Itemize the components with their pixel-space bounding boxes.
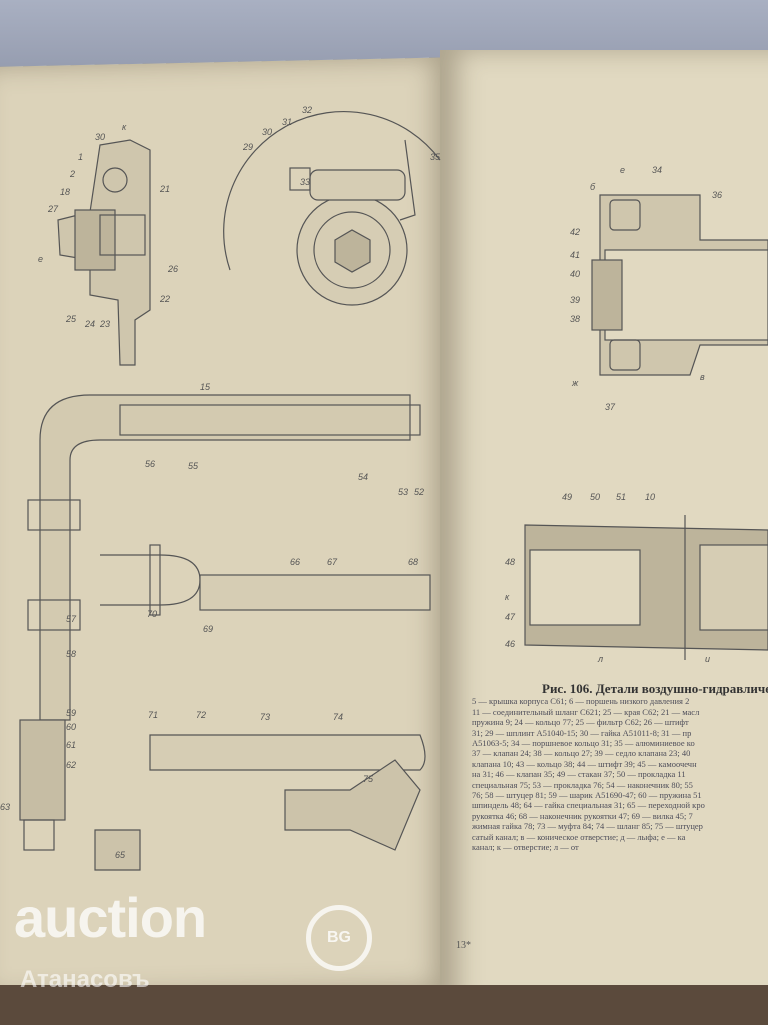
caption-line: шпиндель 48; 64 — гайка специальная 31; … xyxy=(472,800,705,811)
part-label: 75 xyxy=(363,774,374,784)
part-label: 2 xyxy=(69,169,75,179)
part-label: е xyxy=(38,254,43,264)
part-label: 23 xyxy=(99,319,110,329)
part-label: 38 xyxy=(570,314,580,324)
caption-line: на 31; 46 — клапан 35; 49 — стакан 37; 5… xyxy=(472,769,686,780)
caption-line: 37 — клапан 24; 38 — кольцо 27; 39 — сед… xyxy=(472,748,691,759)
part-label: 62 xyxy=(66,760,76,770)
drawing-cylinder-top xyxy=(591,194,768,376)
part-label: 46 xyxy=(505,639,515,649)
watermark-seller: Атанасовъ xyxy=(20,966,150,993)
part-label: 53 xyxy=(398,487,408,497)
part-label: л xyxy=(597,654,603,664)
drawing-fork-handle xyxy=(100,544,431,616)
figure-title: Рис. 106. Детали воздушно-гидравличе xyxy=(542,684,768,696)
part-label: 59 xyxy=(66,708,76,718)
table-surface xyxy=(0,985,768,1025)
part-label: 30 xyxy=(262,127,272,137)
part-label: к xyxy=(505,592,510,602)
part-label: 34 xyxy=(652,165,662,175)
part-label: 67 xyxy=(327,557,338,567)
part-label: 25 xyxy=(65,314,77,324)
part-label: 69 xyxy=(203,624,213,634)
caption-line: 31; 29 — шплинт А51040-15; 30 — гайка А5… xyxy=(472,727,692,738)
part-label: 33 xyxy=(300,177,310,187)
caption-line: клапана 10; 43 — кольцо 38; 44 — штифт 3… xyxy=(472,758,697,769)
part-label: 41 xyxy=(570,250,580,260)
part-label: 24 xyxy=(84,319,95,329)
watermark-badge: BG xyxy=(306,905,372,971)
part-label: 31 xyxy=(282,117,292,127)
part-label: 26 xyxy=(167,264,178,274)
part-label: 57 xyxy=(66,614,77,624)
part-label: 29 xyxy=(242,142,253,152)
part-label: 50 xyxy=(590,492,600,502)
watermark-brand: auction xyxy=(14,886,207,949)
caption-line: 76; 58 — штуцер 81; 59 — шарик А51690-47… xyxy=(472,790,702,801)
caption-line: А51063-5; 34 — поршневое кольцо 31; 35 —… xyxy=(472,738,695,749)
caption-line: рукоятка 46; 68 — наконечник рукоятки 47… xyxy=(472,810,693,821)
drawing-disc xyxy=(223,111,441,306)
page-number: 13* xyxy=(456,940,471,951)
part-label: 65 xyxy=(115,850,126,860)
part-label: 58 xyxy=(66,649,76,659)
caption-line: канал; к — отверстие; л — от xyxy=(472,842,579,853)
part-label: к xyxy=(122,122,127,132)
part-label: е xyxy=(620,165,625,175)
part-label: 32 xyxy=(302,105,312,115)
drawing-hose-assembly xyxy=(19,394,421,851)
part-label: 51 xyxy=(616,492,626,502)
drawing-cylinder-bottom xyxy=(524,515,768,660)
part-label: 42 xyxy=(570,227,580,237)
part-label: 71 xyxy=(148,710,158,720)
figure-caption: Рис. 106. Детали воздушно-гидравличе 5 —… xyxy=(472,684,768,853)
caption-line: 5 — крышка корпуса С61; 6 — поршень низк… xyxy=(472,696,690,707)
part-label: 68 xyxy=(408,557,418,567)
part-label: 66 xyxy=(290,557,300,567)
part-label: 40 xyxy=(570,269,580,279)
caption-line: 11 — соединительный шланг С621; 25 — кра… xyxy=(472,706,700,717)
part-label: 21 xyxy=(159,184,170,194)
part-label: 74 xyxy=(333,712,343,722)
part-label: 36 xyxy=(712,190,722,200)
part-label: 47 xyxy=(505,612,516,622)
part-label: 63 xyxy=(0,802,10,812)
part-label: 37 xyxy=(605,402,616,412)
part-label: 70 xyxy=(147,609,157,619)
part-label: и xyxy=(705,654,710,664)
part-label: 73 xyxy=(260,712,270,722)
drawing-housing xyxy=(57,139,151,366)
caption-line: сатый канал; в — коническое отверстие; д… xyxy=(472,831,686,842)
part-label: 52 xyxy=(414,487,424,497)
part-label: 30 xyxy=(95,132,105,142)
part-label: 27 xyxy=(47,204,59,214)
part-label: 60 xyxy=(66,722,76,732)
part-label: 54 xyxy=(358,472,368,482)
part-label: в xyxy=(700,372,705,382)
drawing-hose-fitting xyxy=(94,734,426,871)
part-label: 39 xyxy=(570,295,580,305)
part-label: 61 xyxy=(66,740,76,750)
part-label: 18 xyxy=(60,187,70,197)
caption-line: пружина 9; 24 — кольцо 77; 25 — фильтр С… xyxy=(472,717,689,728)
part-label: 22 xyxy=(159,294,170,304)
part-label: 72 xyxy=(196,710,206,720)
part-label: 55 xyxy=(188,461,199,471)
part-label: 49 xyxy=(562,492,572,502)
part-label: ж xyxy=(571,378,579,388)
part-label: 35 xyxy=(430,152,441,162)
part-label: 1 xyxy=(78,152,83,162)
part-label: 15 xyxy=(200,382,211,392)
caption-line: специальная 75; 53 — прокладка 76; 54 — … xyxy=(472,779,693,790)
caption-line: жимная гайка 78; 73 — муфта 84; 74 — шла… xyxy=(472,821,703,832)
part-label: б xyxy=(590,182,596,192)
part-label: 48 xyxy=(505,557,515,567)
part-label: 10 xyxy=(645,492,655,502)
part-label: 56 xyxy=(145,459,155,469)
